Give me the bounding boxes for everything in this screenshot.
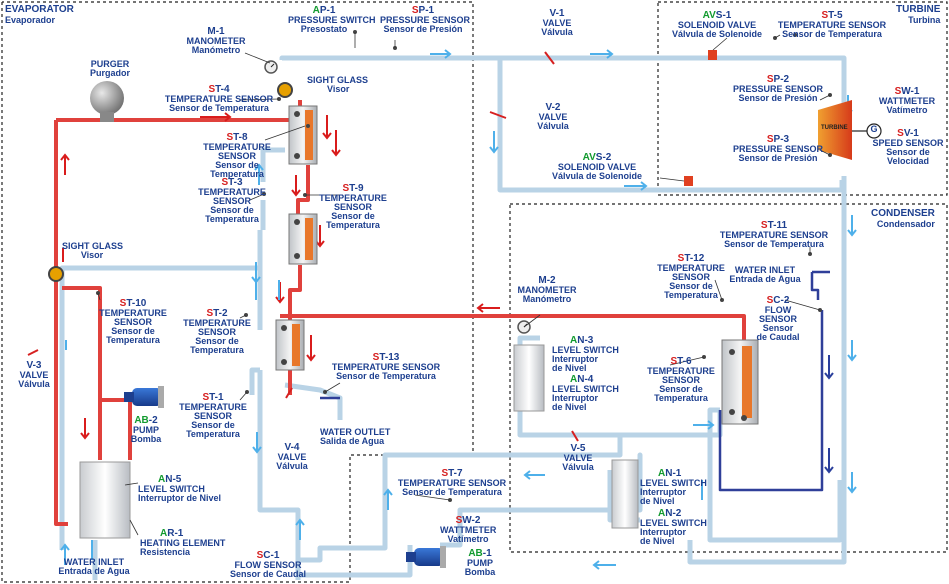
evaporator-tank-icon: [79, 461, 131, 539]
condenser-exchanger-icon: [721, 339, 759, 425]
valve-icons: [27, 51, 579, 442]
level-tank-2-icon: [611, 459, 639, 529]
generator-label: G: [870, 124, 878, 134]
pump-ab2-icon: [124, 386, 164, 408]
turbine-icon: [818, 100, 882, 160]
pump-ab1-icon: [406, 546, 446, 568]
heat-exchanger-1-icon: [288, 105, 318, 165]
purger-icon: [90, 81, 124, 122]
sight-glass-2-icon: [48, 266, 64, 282]
sight-glass-1-icon: [277, 82, 293, 98]
solenoid-valve-1-icon: [708, 50, 717, 60]
turbine-label: TURBINE: [821, 125, 848, 131]
heat-exchanger-3-icon: [275, 319, 305, 371]
level-tank-1-icon: [513, 344, 545, 412]
leader-lines: [97, 32, 831, 536]
coolant-pipes: [320, 270, 830, 492]
heat-exchanger-2-icon: [288, 213, 318, 265]
manometer-1-icon: [264, 60, 278, 74]
flow-arrows: [60, 49, 857, 570]
solenoid-valve-2-icon: [684, 176, 693, 186]
